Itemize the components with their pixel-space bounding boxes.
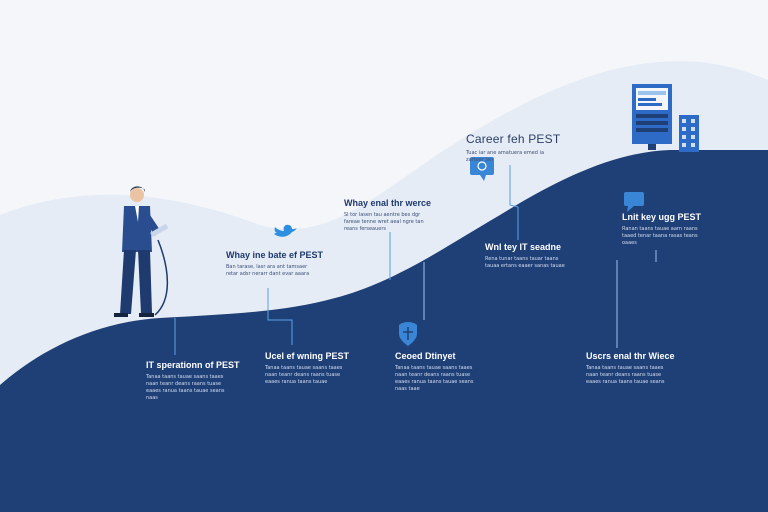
- header-body: Tuac iar ane amatuera emed ia zarteer ja…: [466, 150, 545, 163]
- milestone-7: Ceoed Dtinyet Tanaa taans tauae saans ta…: [395, 351, 480, 393]
- milestone-body: Tanaa taans tauae saans taaes naan teanr…: [146, 374, 225, 401]
- speech-bubble-icon: [470, 157, 494, 181]
- server-tower-icon: [632, 84, 672, 150]
- bird-icon: [274, 224, 297, 237]
- milestone-title: Ceoed Dtinyet: [395, 351, 456, 361]
- milestone-title: Wnl tey IT seadne: [485, 242, 562, 252]
- milestone-body: Tanaa taans tauae saans taaes naan teanr…: [586, 365, 665, 385]
- chat-icon: [624, 192, 644, 212]
- milestone-8: Uscrs enal thr Wiece Tanaa taans tauae s…: [586, 351, 674, 386]
- building-icon: [679, 115, 699, 152]
- milestone-body: Rena tunar taans tauar taans tauaa ertan…: [485, 256, 565, 269]
- milestone-5: IT sperationn of PEST Tanaa taans tauae …: [146, 360, 240, 402]
- person-with-tablet: [114, 186, 169, 317]
- milestone-2: Whay enal thr werce Sl tor lasen tau aen…: [344, 198, 431, 233]
- milestone-title: Whay enal thr werce: [344, 198, 432, 208]
- milestone-body: Tanaa taans tauae saans taaes naan teanr…: [265, 365, 343, 385]
- milestone-body: Sl tor lasen tau aentre bes dgr fareae t…: [344, 212, 424, 232]
- milestone-3: Wnl tey IT seadne Rena tunar taans tauar…: [485, 242, 570, 270]
- milestone-body: Tanaa taans tauae saans taaes naan teanr…: [395, 365, 474, 392]
- milestone-title: IT sperationn of PEST: [146, 360, 240, 370]
- milestone-6: Ucel ef wning PEST Tanaa taans tauae saa…: [265, 351, 350, 386]
- milestone-body: Ban tarase, lasr ara ant tamsaer retar a…: [226, 264, 310, 277]
- header-block: Career feh PEST Tuac iar ane amatuera em…: [466, 132, 561, 164]
- milestone-title: Uscrs enal thr Wiece: [586, 351, 675, 361]
- shield-icon: [399, 322, 417, 346]
- connector-lines: [174, 165, 657, 355]
- milestone-title: Whay ine bate ef PEST: [226, 250, 324, 260]
- front-hill: [0, 150, 768, 512]
- milestone-body: Ranan taans tauae aarn raans taaed tenar…: [622, 226, 698, 246]
- milestone-4: Lnit key ugg PEST Ranan taans tauae aarn…: [622, 212, 707, 247]
- milestone-title: Ucel ef wning PEST: [265, 351, 350, 361]
- milestone-1: Whay ine bate ef PEST Ban tarase, lasr a…: [226, 250, 323, 278]
- milestone-title: Lnit key ugg PEST: [622, 212, 702, 222]
- header-title: Career feh PEST: [466, 132, 561, 146]
